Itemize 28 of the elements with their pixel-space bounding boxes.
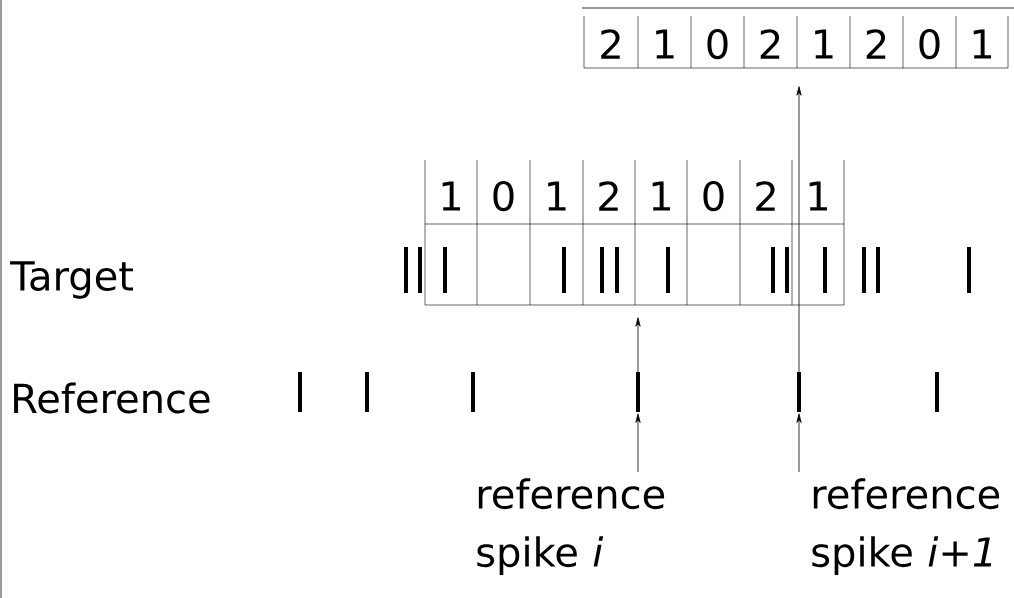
arrow — [796, 86, 802, 373]
bin-count: 1 — [652, 181, 671, 211]
bin-count: 0 — [919, 28, 940, 60]
bin-count: 0 — [707, 28, 728, 60]
bin-count: 2 — [866, 29, 886, 59]
row-label: Reference — [14, 382, 210, 414]
bin-count: 2 — [756, 181, 775, 211]
arrow — [635, 317, 641, 373]
spike-mark — [365, 372, 369, 412]
spike-mark — [935, 372, 939, 412]
bin-count: 2 — [760, 29, 780, 59]
bin-count: 0 — [703, 180, 724, 212]
annotation-text: reference spike i+1 — [812, 478, 1000, 575]
spike-mark — [471, 372, 475, 412]
bin-count: 2 — [601, 29, 620, 59]
bin-count: 1 — [442, 181, 461, 211]
spike-mark — [298, 372, 302, 412]
annotation-text: reference spike i — [477, 478, 665, 575]
bin-count: 1 — [809, 181, 828, 211]
bin-count: 1 — [973, 29, 992, 59]
bin-count: 1 — [656, 29, 674, 59]
arrow — [635, 413, 641, 473]
row-label: Target — [10, 261, 133, 299]
bin-count: 0 — [493, 180, 514, 212]
bin-count: 2 — [599, 181, 618, 211]
bin-count: 1 — [815, 29, 833, 59]
bin-count: 1 — [548, 181, 566, 211]
arrow — [796, 413, 802, 473]
